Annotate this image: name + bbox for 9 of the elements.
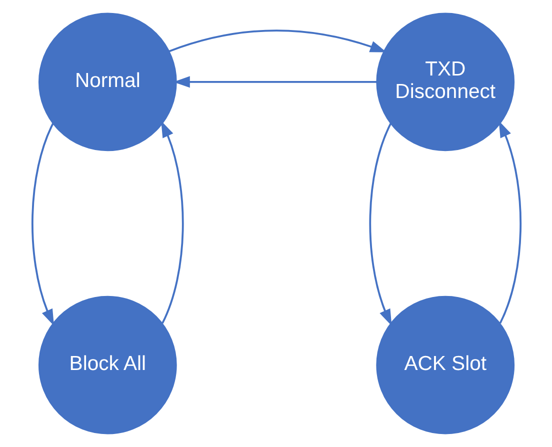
arrow [31,123,54,326]
arrow [160,120,184,324]
arrow [368,123,392,326]
node-circle: TXD Disconnect [376,12,514,152]
node-circle: Block All [38,296,176,434]
arrow [168,30,386,52]
node-circle: ACK Slot [376,296,514,434]
node-circle: Normal [38,12,176,152]
arrow [498,120,521,324]
